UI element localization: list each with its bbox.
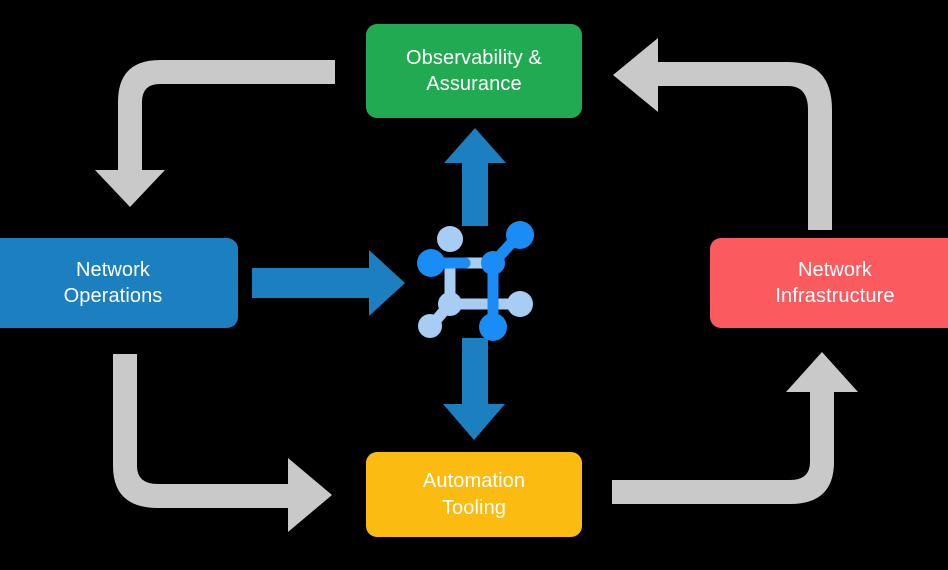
network-icon-dark-nodes (417, 221, 534, 341)
arrow-network-infrastructure-to-observability (613, 38, 832, 230)
node-network-infrastructure-label: Network Infrastructure (775, 258, 895, 307)
arrow-network-operations-to-automation-tooling (113, 354, 332, 532)
network-topology-icon (417, 221, 534, 341)
node-automation-tooling-label: Automation Tooling (422, 470, 526, 519)
node-network-operations[interactable]: Network Operations (0, 238, 238, 328)
node-observability[interactable]: Observability & Assurance (366, 24, 582, 118)
arrow-center-to-observability (444, 128, 506, 226)
network-icon-light-nodes (418, 226, 533, 338)
node-network-operations-label: Network Operations (63, 258, 163, 307)
node-network-infrastructure[interactable]: Network Infrastructure (710, 238, 948, 328)
node-automation-tooling[interactable]: Automation Tooling (366, 452, 582, 537)
arrow-network-operations-to-center (252, 250, 405, 316)
arrow-observability-to-network-operations (95, 60, 335, 207)
arrow-automation-tooling-to-network-infrastructure (612, 352, 858, 504)
node-observability-label: Observability & Assurance (406, 46, 542, 95)
arrow-center-to-automation-tooling (443, 338, 505, 440)
